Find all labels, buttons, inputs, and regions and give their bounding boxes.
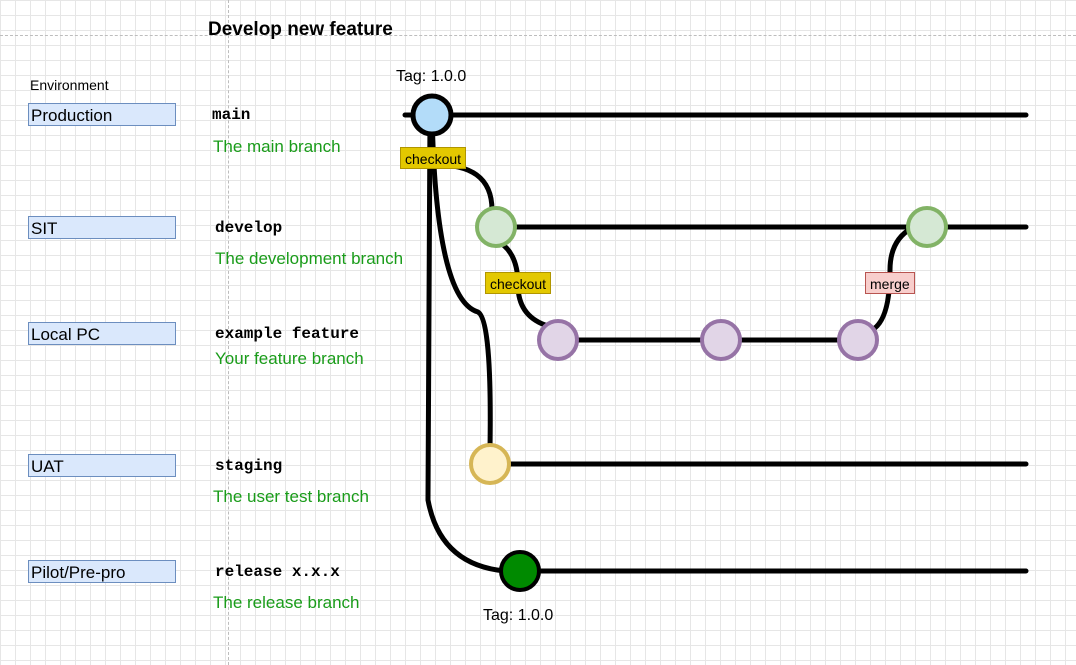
branch-name-main: main: [212, 106, 251, 124]
feature-to-develop-merge-connector: [869, 225, 915, 333]
env-uat: UAT: [28, 454, 176, 477]
branch-desc-feature: Your feature branch: [215, 349, 364, 368]
develop-commit-node: [475, 206, 517, 248]
release-commit-node: [499, 550, 541, 592]
env-sit: SIT: [28, 216, 176, 239]
vertical-guide-line: [228, 0, 229, 665]
branch-name-develop: develop: [215, 219, 283, 237]
checkout-label-main: checkout: [400, 147, 467, 169]
release-tag-label: Tag: 1.0.0: [483, 607, 554, 624]
feature-commit-node-1: [537, 319, 579, 361]
branch-desc-develop: The development branch: [215, 249, 404, 268]
env-production: Production: [28, 103, 176, 126]
checkout-label-develop: checkout: [485, 272, 552, 294]
main-to-staging-connector: [429, 112, 493, 451]
staging-commit-node: [469, 443, 511, 485]
branch-desc-staging: The user test branch: [213, 487, 369, 506]
branch-desc-main: The main branch: [213, 137, 341, 156]
develop-merge-commit-node: [906, 206, 948, 248]
environment-header: Environment: [30, 77, 109, 93]
feature-commit-node-3: [837, 319, 879, 361]
env-pilot-pre-pro: Pilot/Pre-pro: [28, 560, 176, 583]
main-commit-node: [410, 93, 454, 137]
main-to-release-connector: [425, 112, 508, 574]
branch-name-feature: example feature: [215, 325, 360, 343]
branch-name-release: release x.x.x: [215, 563, 340, 581]
branch-desc-release: The release branch: [213, 593, 360, 612]
env-local-pc: Local PC: [28, 322, 176, 345]
diagram-title: Develop new feature: [208, 19, 393, 40]
branch-name-staging: staging: [215, 457, 283, 475]
merge-label-feature: merge: [865, 272, 915, 294]
feature-commit-node-2: [700, 319, 742, 361]
main-tag-label: Tag: 1.0.0: [396, 68, 467, 85]
horizontal-guide-line: [0, 35, 1076, 36]
